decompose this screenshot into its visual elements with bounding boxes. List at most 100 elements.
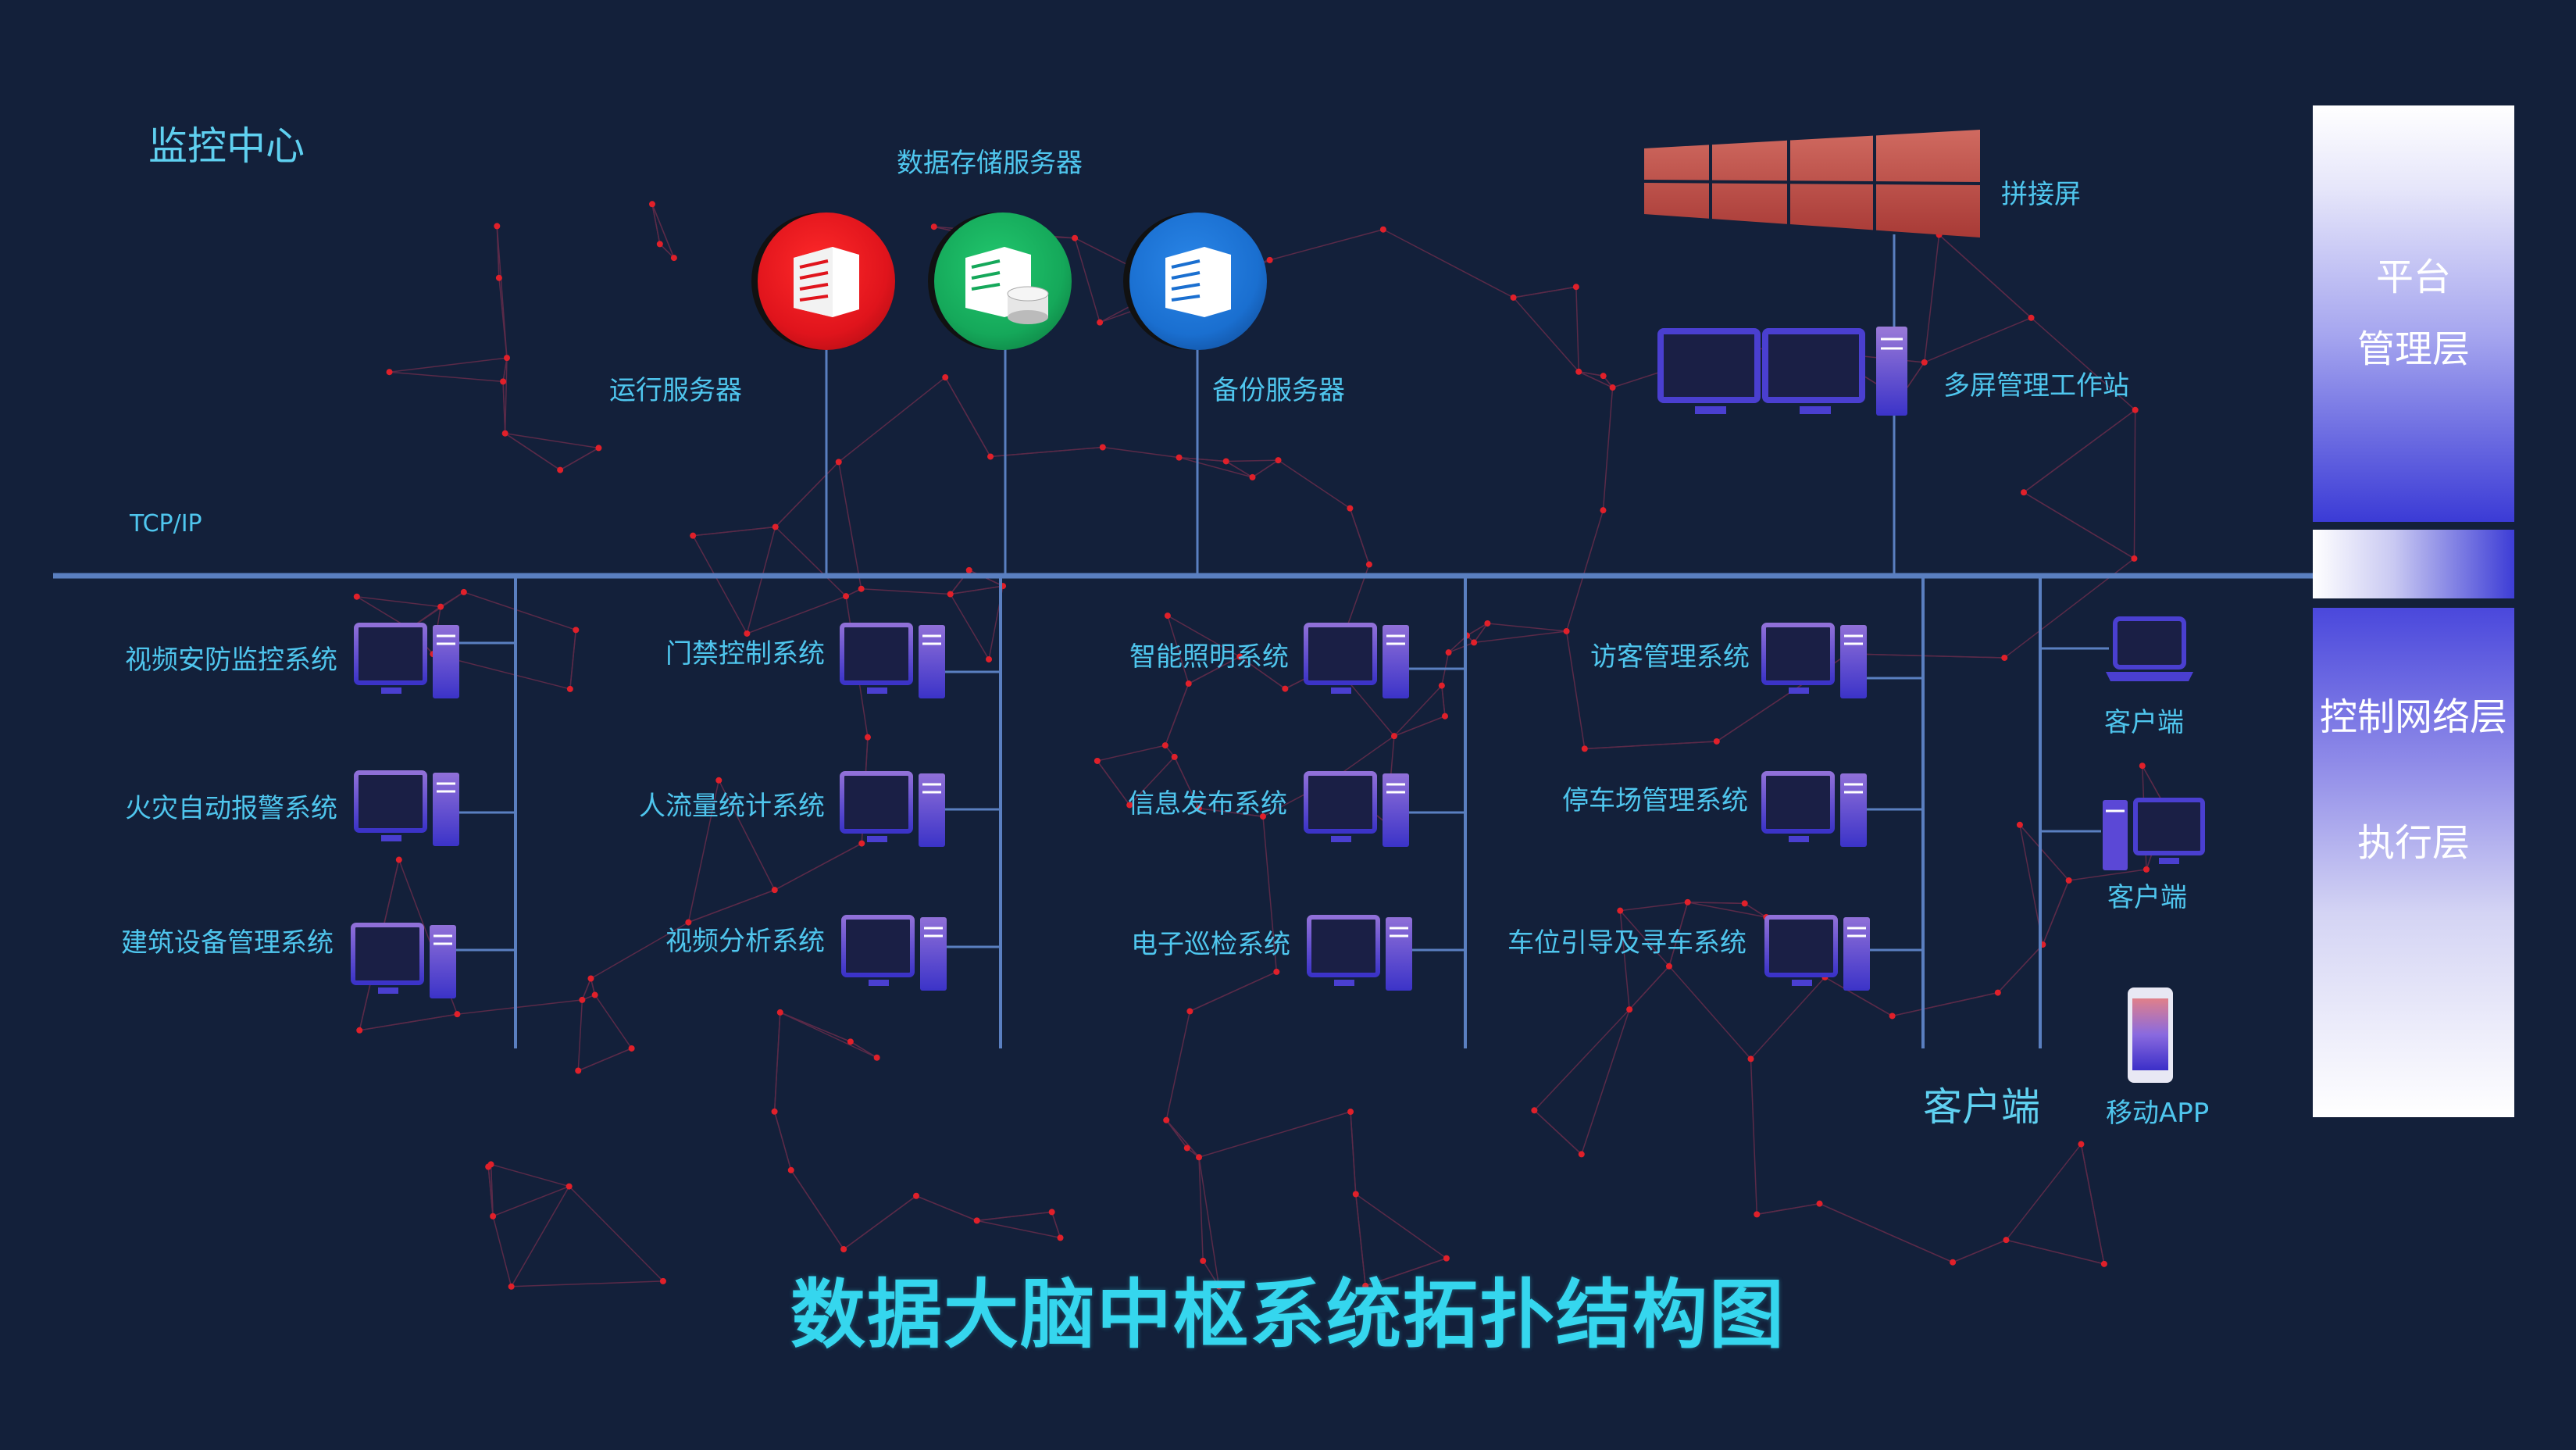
layer-text: 平台 bbox=[2375, 255, 2451, 300]
layer-text: 执行层 bbox=[2357, 821, 2470, 865]
net-dot bbox=[1126, 802, 1133, 809]
net-dot bbox=[1445, 649, 1452, 656]
net-link bbox=[747, 595, 847, 634]
system-computer-icon bbox=[1761, 622, 1870, 706]
net-dot bbox=[942, 374, 949, 381]
net-dot bbox=[1617, 907, 1624, 914]
net-dot bbox=[1950, 1259, 1957, 1266]
net-dot bbox=[1747, 1055, 1754, 1062]
system-computer-icon bbox=[1764, 914, 1873, 998]
net-link bbox=[1198, 807, 1264, 817]
net-dot bbox=[1390, 733, 1397, 740]
net-link bbox=[1350, 1111, 1357, 1195]
net-dot bbox=[1094, 757, 1101, 764]
net-dot bbox=[771, 1108, 778, 1115]
net-dot bbox=[840, 1246, 847, 1253]
net-dot bbox=[454, 1011, 461, 1018]
net-dot bbox=[987, 453, 994, 460]
net-dot bbox=[1236, 653, 1243, 660]
net-dot bbox=[690, 532, 697, 539]
net-link bbox=[1687, 902, 1745, 905]
net-dot bbox=[1684, 898, 1691, 905]
net-link bbox=[1565, 630, 1586, 749]
net-link bbox=[2019, 824, 2070, 881]
net-link bbox=[492, 1185, 569, 1217]
net-link bbox=[1226, 459, 1279, 462]
net-link bbox=[692, 535, 748, 634]
net-link bbox=[1167, 615, 1190, 684]
tcpip-label: TCP/IP bbox=[130, 510, 202, 538]
net-dot bbox=[1575, 368, 1582, 375]
net-link bbox=[1355, 1194, 1366, 1286]
net-dot bbox=[1347, 505, 1354, 512]
system-label: 电子巡检系统 bbox=[1131, 929, 1290, 960]
net-link bbox=[688, 889, 776, 923]
net-link bbox=[1825, 977, 1893, 1017]
laptop-client-label: 客户端 bbox=[2104, 707, 2184, 738]
net-link bbox=[1474, 630, 1567, 644]
net-dot bbox=[395, 856, 402, 863]
net-link bbox=[693, 526, 776, 537]
multi-screen-label: 多屏管理工作站 bbox=[1943, 370, 2129, 402]
net-dot bbox=[503, 355, 510, 362]
net-dot bbox=[591, 991, 598, 998]
net-link bbox=[590, 921, 689, 980]
net-dot bbox=[1347, 1109, 1354, 1116]
net-dot bbox=[557, 466, 564, 473]
net-link bbox=[581, 978, 592, 1001]
system-label: 访客管理系统 bbox=[1590, 641, 1750, 673]
net-dot bbox=[1161, 742, 1168, 749]
net-link bbox=[1602, 387, 1614, 511]
net-dot bbox=[1200, 1257, 1207, 1264]
system-label: 人流量统计系统 bbox=[639, 791, 825, 822]
net-dot bbox=[847, 1038, 854, 1045]
net-link bbox=[2023, 409, 2136, 493]
net-dot bbox=[1754, 1211, 1761, 1218]
net-link bbox=[1174, 756, 1200, 809]
net-dot bbox=[579, 996, 586, 1003]
net-dot bbox=[575, 1067, 582, 1074]
net-dot bbox=[873, 1054, 880, 1061]
net-link bbox=[1473, 623, 1489, 643]
net-link bbox=[1188, 655, 1240, 684]
net-link bbox=[1393, 716, 1446, 737]
net-dot bbox=[659, 1277, 666, 1284]
net-link bbox=[1466, 623, 1488, 637]
net-link bbox=[1939, 234, 2032, 319]
storage-server-icon bbox=[934, 212, 1072, 350]
net-dot bbox=[1713, 738, 1720, 745]
net-dot bbox=[1266, 256, 1273, 263]
net-link bbox=[1487, 623, 1567, 632]
mobile-phone-icon bbox=[2128, 988, 2173, 1083]
system-label: 停车场管理系统 bbox=[1562, 785, 1748, 816]
net-dot bbox=[1186, 1008, 1193, 1015]
system-label: 智能照明系统 bbox=[1129, 641, 1289, 673]
net-link bbox=[1513, 286, 1576, 298]
net-dot bbox=[787, 1166, 794, 1173]
net-dot bbox=[495, 274, 502, 281]
diagram-title: 数据大脑中枢系统拓扑结构图 bbox=[790, 1271, 1786, 1359]
net-link bbox=[775, 461, 840, 527]
net-link bbox=[1179, 456, 1226, 462]
net-dot bbox=[685, 919, 692, 926]
net-link bbox=[1252, 459, 1279, 478]
net-dot bbox=[1471, 639, 1478, 646]
net-dot bbox=[356, 1027, 363, 1034]
net-link bbox=[746, 527, 776, 634]
net-dot bbox=[2132, 406, 2139, 413]
net-dot bbox=[1215, 1283, 1222, 1290]
net-link bbox=[1165, 683, 1190, 746]
backup-server-icon bbox=[1129, 212, 1267, 350]
net-link bbox=[2080, 1144, 2105, 1264]
net-link bbox=[976, 1211, 1052, 1222]
net-link bbox=[1629, 966, 1670, 1010]
net-dot bbox=[1581, 745, 1588, 752]
system-computer-icon bbox=[839, 770, 948, 855]
net-dot bbox=[771, 887, 778, 894]
net-dot bbox=[628, 1045, 635, 1052]
net-link bbox=[1750, 1059, 1758, 1215]
net-link bbox=[463, 591, 576, 631]
net-link bbox=[838, 377, 946, 462]
net-link bbox=[1129, 756, 1176, 805]
net-dot bbox=[1185, 680, 1192, 688]
